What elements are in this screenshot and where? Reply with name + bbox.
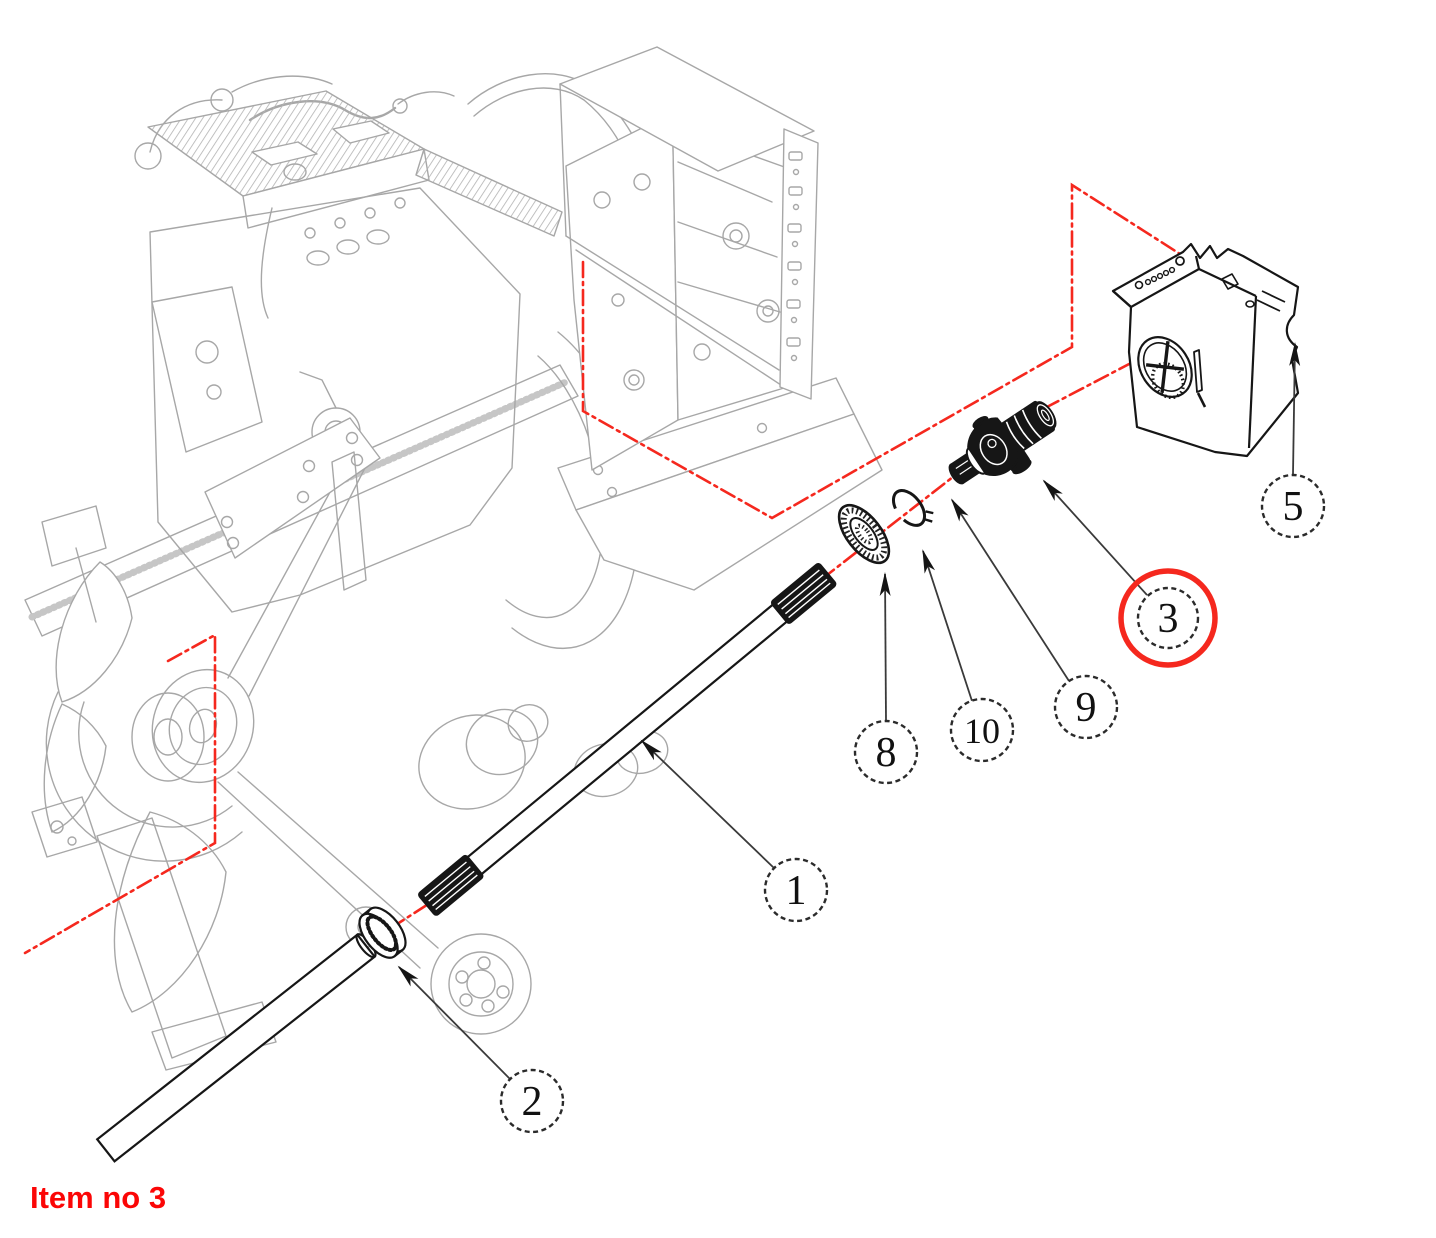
svg-text:1: 1 [786, 868, 807, 914]
part-driveshaft-lower[interactable] [90, 901, 413, 1171]
leader-10 [922, 549, 973, 702]
lower-pulley [345, 906, 532, 1035]
part-cover[interactable] [1111, 242, 1300, 458]
mounting-plate [204, 417, 381, 591]
svg-text:10: 10 [964, 711, 1000, 751]
part-washer[interactable] [830, 497, 899, 572]
part-universal-joint[interactable] [934, 384, 1070, 505]
callout-3-highlighted[interactable]: 3 [1118, 568, 1218, 668]
callout-5[interactable]: 5 [1260, 473, 1326, 539]
transmission-case [565, 120, 791, 471]
svg-text:5: 5 [1283, 484, 1304, 530]
cover-opening [1137, 336, 1193, 400]
svg-text:8: 8 [876, 730, 897, 776]
engine-mount-leg [31, 691, 277, 1071]
rear-frame-plates [557, 377, 883, 591]
centerline-left-fold [23, 632, 217, 955]
engine-transmission-assembly [24, 46, 883, 1071]
svg-text:3: 3 [1158, 596, 1179, 642]
cooling-fan [41, 505, 227, 1013]
chassis-beam [559, 46, 819, 400]
part-driveshaft-upper[interactable] [418, 562, 837, 916]
callout-1[interactable]: 1 [763, 857, 829, 923]
leader-8 [879, 572, 891, 721]
callout-10[interactable]: 10 [949, 697, 1015, 763]
leader-5 [1289, 342, 1301, 475]
centerline-right-fold [581, 182, 1182, 520]
highlight-ring [1118, 568, 1218, 668]
leader-1 [640, 739, 775, 869]
leader-lines [397, 342, 1301, 1080]
centerlines [23, 182, 1182, 955]
leader-9 [950, 498, 1070, 682]
centerline-axis-gap3 [1043, 349, 1156, 410]
centerline-axis-gap2 [820, 471, 960, 581]
svg-text:2: 2 [522, 1079, 543, 1125]
callout-9[interactable]: 9 [1053, 674, 1119, 740]
valve-cover [147, 90, 563, 237]
callout-8[interactable]: 8 [853, 719, 919, 785]
slip-collar[interactable] [352, 901, 412, 964]
callout-2[interactable]: 2 [499, 1068, 565, 1134]
item-caption: Item no 3 [30, 1180, 167, 1215]
part-snap-ring[interactable] [887, 482, 937, 535]
callouts: 1 2 3 5 8 9 10 [499, 473, 1326, 1134]
engine-block [149, 187, 521, 613]
leader-3 [1042, 479, 1148, 596]
svg-text:9: 9 [1076, 685, 1097, 731]
leader-2 [397, 965, 511, 1080]
